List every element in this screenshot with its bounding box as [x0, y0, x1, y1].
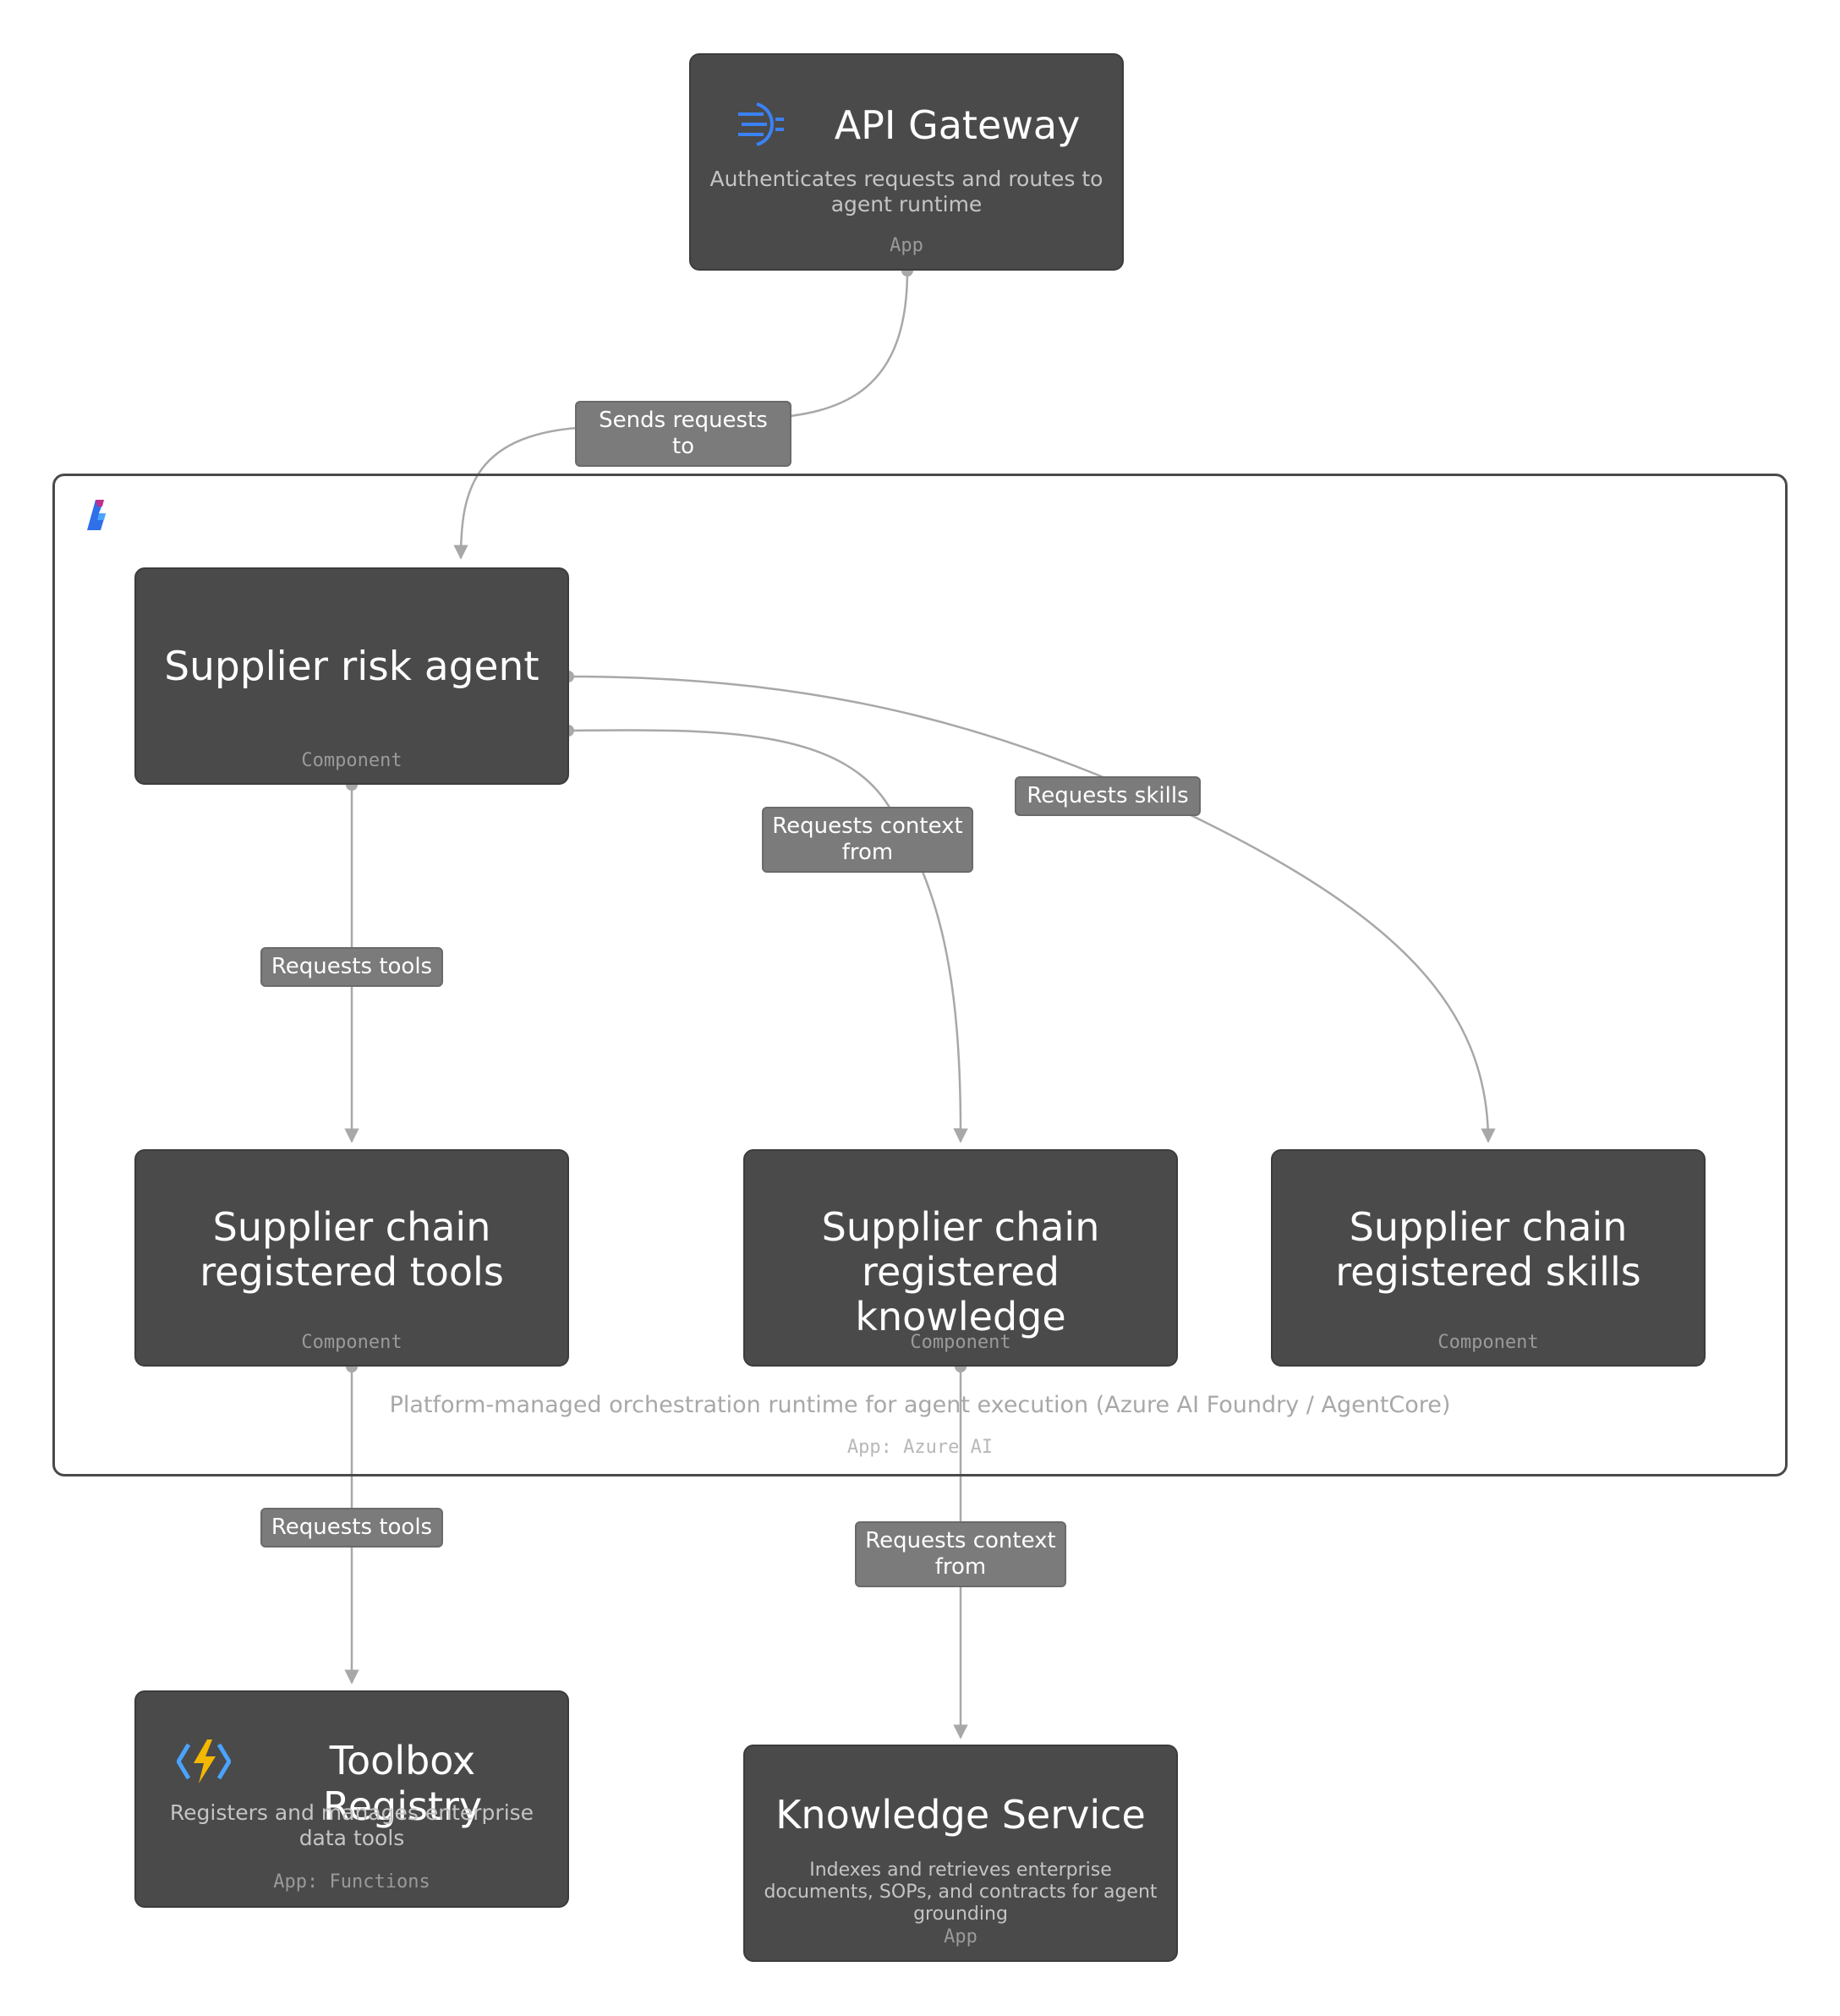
toolbox-registry-kind: App: Functions	[273, 1871, 430, 1893]
supplier-risk-agent-kind: Component	[301, 750, 402, 771]
registered-tools-node[interactable]: Supplier chain registered tools Componen…	[134, 1149, 569, 1367]
edge-label-requests-skills: Requests skills	[1015, 776, 1201, 816]
registered-knowledge-title: Supplier chain registered knowledge	[821, 1204, 1100, 1339]
supplier-risk-agent-node[interactable]: Supplier risk agent Component	[134, 567, 569, 785]
toolbox-registry-title: Toolbox Registry	[322, 1738, 483, 1829]
group-description: Platform-managed orchestration runtime f…	[389, 1392, 1451, 1418]
knowledge-service-node[interactable]: Knowledge Service Indexes and retrieves …	[743, 1745, 1178, 1962]
registered-tools-kind: Component	[301, 1332, 402, 1353]
api-gateway-description: Authenticates requests and routes to age…	[709, 167, 1103, 216]
api-gateway-kind: App	[890, 235, 923, 256]
api-gateway-node[interactable]: API Gateway Authenticates requests and r…	[689, 53, 1124, 271]
registered-knowledge-kind: Component	[910, 1332, 1011, 1353]
toolbox-registry-description: Registers and manages enterprise data to…	[169, 1800, 534, 1850]
registered-tools-title: Supplier chain registered tools	[200, 1204, 504, 1295]
toolbox-registry-node[interactable]: Toolbox Registry Registers and manages e…	[134, 1690, 569, 1908]
edge-label-requests-context: Requests context from	[762, 807, 973, 873]
api-gateway-icon	[738, 102, 784, 146]
edge-label-requests-context: Requests context from	[855, 1521, 1066, 1587]
registered-knowledge-node[interactable]: Supplier chain registered knowledge Comp…	[743, 1149, 1178, 1367]
azure-functions-icon	[177, 1739, 231, 1783]
registered-skills-kind: Component	[1438, 1332, 1539, 1353]
agent-runtime-group	[52, 474, 1788, 1476]
supplier-risk-agent-title: Supplier risk agent	[164, 644, 539, 690]
knowledge-service-description: Indexes and retrieves enterprise documen…	[764, 1860, 1158, 1925]
knowledge-service-kind: App	[944, 1926, 978, 1948]
edge-label-requests-tools: Requests tools	[260, 947, 443, 987]
registered-skills-node[interactable]: Supplier chain registered skills Compone…	[1271, 1149, 1706, 1367]
api-gateway-title: API Gateway	[834, 102, 1081, 148]
edge-label-requests-tools: Requests tools	[260, 1508, 443, 1548]
registered-skills-title: Supplier chain registered skills	[1335, 1204, 1641, 1295]
azure-ai-foundry-icon	[87, 500, 106, 530]
group-kind: App: Azure AI	[846, 1437, 994, 1458]
edge-label-sends-requests: Sends requests to	[575, 401, 791, 467]
knowledge-service-title: Knowledge Service	[775, 1792, 1146, 1838]
